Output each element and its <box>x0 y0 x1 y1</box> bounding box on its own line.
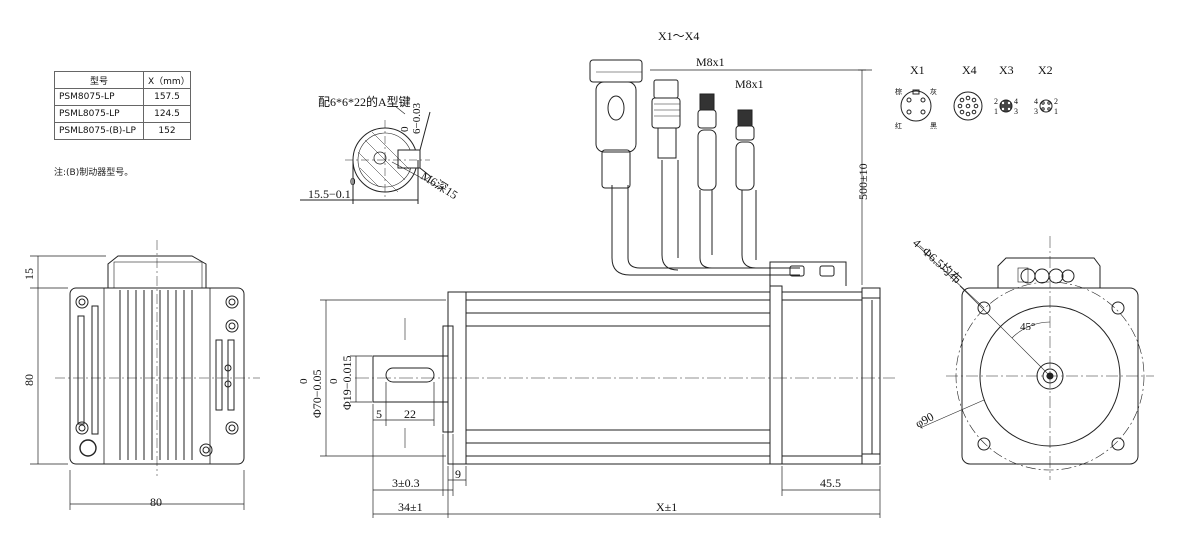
x3-pin-2: 2 <box>994 97 998 106</box>
side-view-dimensions <box>30 255 245 510</box>
pin-view-x1 <box>900 89 932 122</box>
table-row: PSML8075-(B)-LP 152 <box>54 122 191 140</box>
connector-x3-plug <box>697 93 717 191</box>
connector-x1-plug <box>589 59 643 189</box>
table-row: PSM8075-LP 157.5 <box>54 88 191 106</box>
x1-pin-red: 红 <box>895 121 902 130</box>
x3-pin-3: 3 <box>1014 107 1018 116</box>
brake-note: 注:(B)制动器型号。 <box>54 168 134 178</box>
motor-front-view <box>917 236 1154 480</box>
connector-x2-plug <box>735 109 755 191</box>
table-cell-model: PSML8075-(B)-LP <box>54 122 144 140</box>
pin-title-x2: X2 <box>1038 63 1053 77</box>
connector-label-m8-1: M8x1 <box>696 55 725 69</box>
flange-dia-tol-upper: 0 <box>298 378 310 384</box>
pin-title-x4: X4 <box>962 63 977 77</box>
key-depth-value: 15.5−0.1 <box>308 187 351 201</box>
angle-label: 45° <box>1020 321 1035 333</box>
body-length-label: X±1 <box>656 500 677 514</box>
table-cell-x: 152 <box>143 122 191 140</box>
connector-x4-plug <box>651 79 681 159</box>
keyway-title: 配6*6*22的A型键 <box>318 94 411 109</box>
x1-pin-brown: 棕 <box>895 87 902 96</box>
side-height-label: 80 <box>22 374 36 386</box>
pin-view-x3 <box>999 99 1013 113</box>
x3-pin-1: 1 <box>994 107 998 116</box>
x2-pin-2: 2 <box>1054 97 1058 106</box>
x1-pin-black: 黑 <box>930 122 937 130</box>
motor-side-view <box>355 261 895 465</box>
motor-side-view-dimensions <box>320 299 881 518</box>
x1-pin-gray: 灰 <box>930 87 937 96</box>
thread-label: M6深15 <box>418 169 460 202</box>
side-height-top-label: 15 <box>22 268 36 280</box>
flange-thickness-label: 9 <box>455 467 461 481</box>
key-width-tol-upper: 0 <box>399 126 411 132</box>
shaft-dia-tol-upper: 0 <box>328 378 340 384</box>
key-offset-label: 5 <box>376 407 382 421</box>
key-depth-tol-upper: 0 <box>350 176 356 188</box>
rear-length-label: 45.5 <box>820 476 841 490</box>
pcd-label: φ90 <box>913 409 936 430</box>
x2-pin-3: 3 <box>1034 107 1038 116</box>
side-view <box>55 240 260 476</box>
shaft-length-label: 34±1 <box>398 500 423 514</box>
key-length-label: 22 <box>404 407 416 421</box>
x3-pin-4: 4 <box>1014 97 1018 106</box>
pin-view-x2 <box>1039 99 1053 113</box>
pin-view-x4 <box>953 91 983 121</box>
cable-length-dimension <box>650 69 872 285</box>
keyway-section-view <box>300 105 441 204</box>
pin-title-x3: X3 <box>999 63 1014 77</box>
flange-dia-label: Φ70−0.05 <box>310 369 324 418</box>
cable-bundle <box>611 160 800 276</box>
side-width-label: 80 <box>150 495 162 509</box>
key-width-value: 6−0.03 <box>411 103 423 134</box>
shaft-dia-label: Φ19−0.015 <box>340 355 354 410</box>
model-spec-table: 型号 X（mm） PSM8075-LP 157.5 PSML8075-LP 12… <box>54 71 191 140</box>
spigot-label: 3±0.3 <box>392 476 420 490</box>
mounting-holes-label: 4−Φ6.5均布 <box>910 236 964 287</box>
pin-title-x1: X1 <box>910 63 925 77</box>
x2-pin-4: 4 <box>1034 97 1038 106</box>
connector-header: X1～X4 <box>658 29 699 43</box>
x2-pin-1: 1 <box>1054 107 1058 116</box>
cable-length-label: 500±10 <box>856 163 870 200</box>
connector-label-m8-2: M8x1 <box>735 77 764 91</box>
